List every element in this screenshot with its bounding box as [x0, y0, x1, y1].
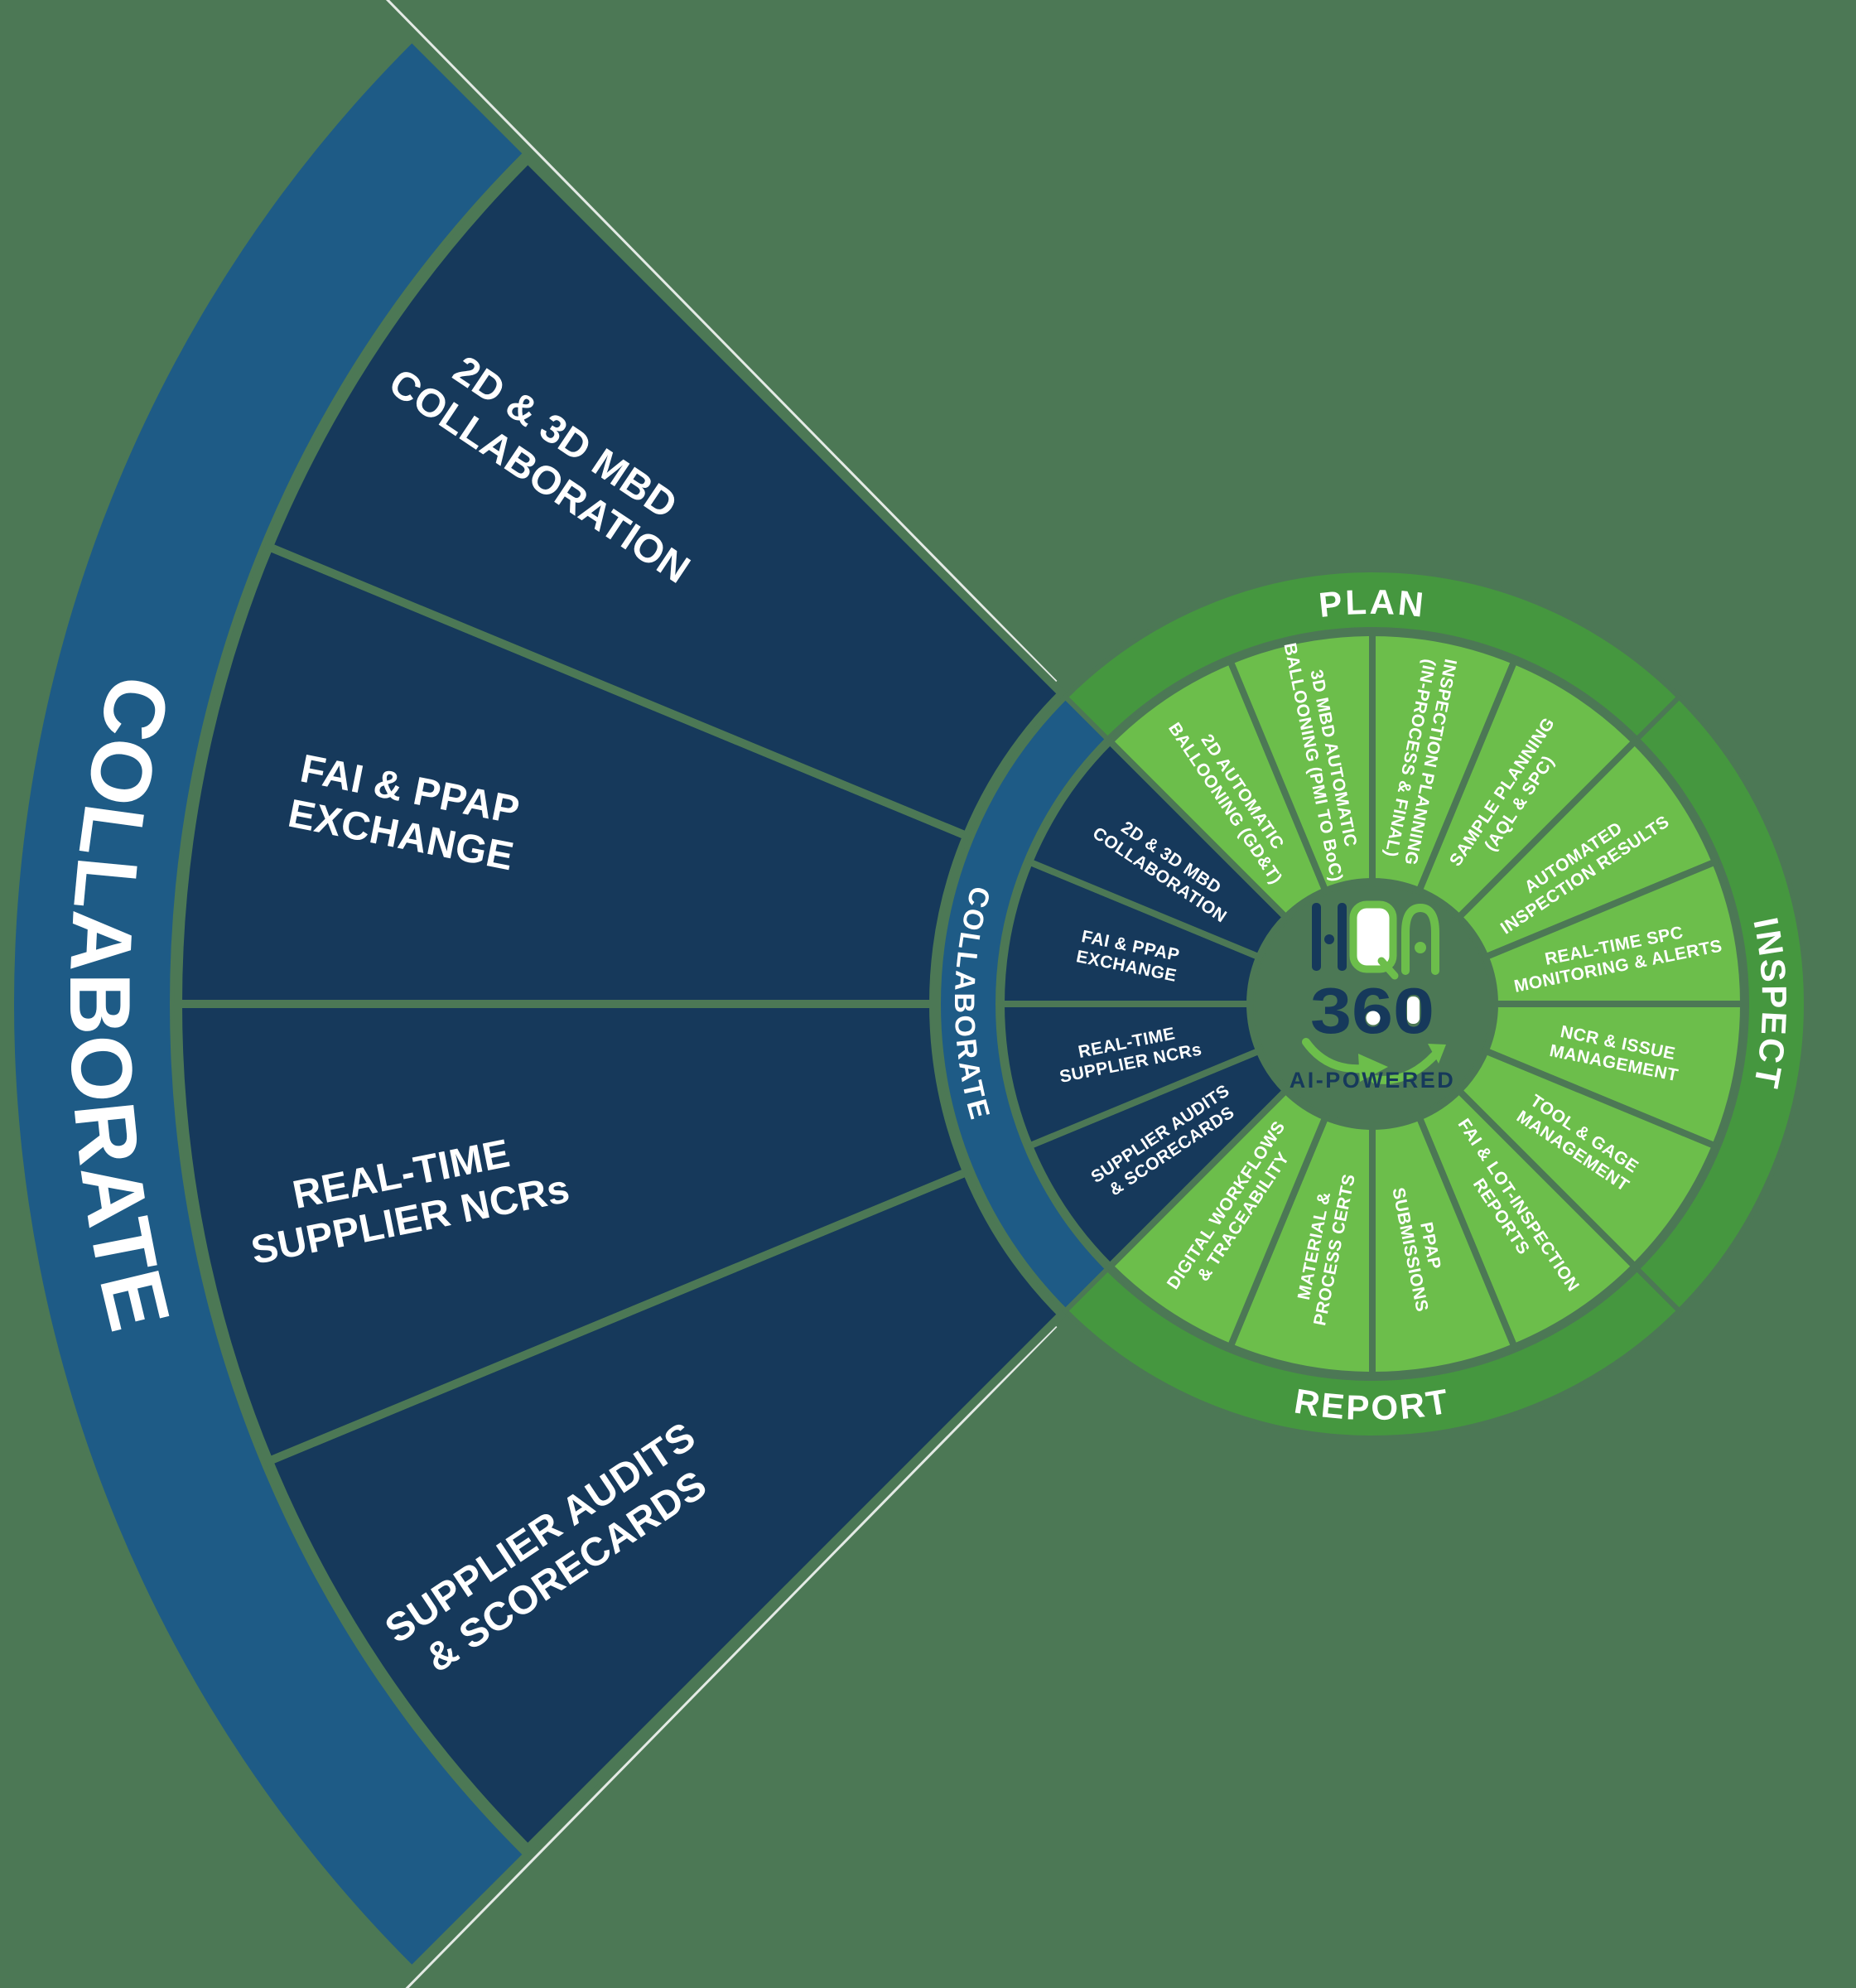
fan-outer-band [13, 43, 523, 1965]
logo-swoosh-arrowhead-1 [1358, 1054, 1388, 1082]
ring-label-plan: PLAN [1317, 582, 1428, 625]
logo-q [1349, 900, 1397, 973]
hqa-logo-icon [1312, 900, 1439, 980]
logo-h-bar-left [1312, 903, 1321, 971]
fan-segment-supplier-audits-scorecards [263, 1166, 1068, 1855]
logo-360-zero-counter [1407, 996, 1420, 1024]
fan-segment-real-time-supplier-ncrs [173, 1000, 972, 1467]
fan-edge-highlight-bottom [405, 1325, 1058, 1988]
fan-edge-highlight-top [385, 0, 1058, 683]
fan-segment-2d-3d-mbd-collaboration [263, 153, 1068, 842]
logo-360-six-counter [1366, 1011, 1381, 1025]
logo-ai-powered: AI-POWERED [1290, 1068, 1456, 1093]
ring-label-plan-textpath: PLAN [1317, 582, 1425, 625]
logo-a [1401, 903, 1439, 975]
logo-swoosh-icon [1302, 1038, 1446, 1084]
logo-a-dot [1415, 942, 1426, 953]
logo-h-bar-right [1338, 903, 1347, 971]
wheel-segment-2d-3d-mbd-collaboration [1024, 736, 1291, 962]
logo-swoosh-arrowhead-2 [1428, 1044, 1446, 1064]
logo-h-dot [1324, 934, 1334, 944]
ring-label-report: REPORT [1292, 1381, 1453, 1427]
ring-label-report-textpath: REPORT [1292, 1381, 1451, 1427]
logo-q-tail [1377, 957, 1399, 980]
fan-segment-fai-ppap-exchange [173, 541, 972, 1008]
